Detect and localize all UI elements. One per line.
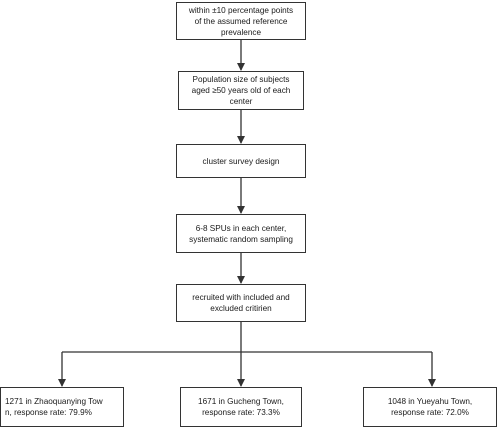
node-zhaoquanying-town: 1271 in Zhaoquanying Tow n, response rat… (0, 387, 124, 427)
node-population-size: Population size of subjects aged ≥50 yea… (178, 71, 304, 110)
node-gucheng-town: 1671 in Gucheng Town, response rate: 73.… (180, 387, 302, 427)
node-cluster-survey-design: cluster survey design (176, 144, 306, 178)
node-prevalence: within ±10 percentage points of the assu… (176, 2, 306, 40)
node-yueyahu-town: 1048 in Yueyahu Town, response rate: 72.… (363, 387, 497, 427)
node-spu-sampling: 6-8 SPUs in each center, systematic rand… (176, 214, 306, 253)
node-recruited-criteria: recruited with included and excluded cri… (176, 284, 306, 322)
